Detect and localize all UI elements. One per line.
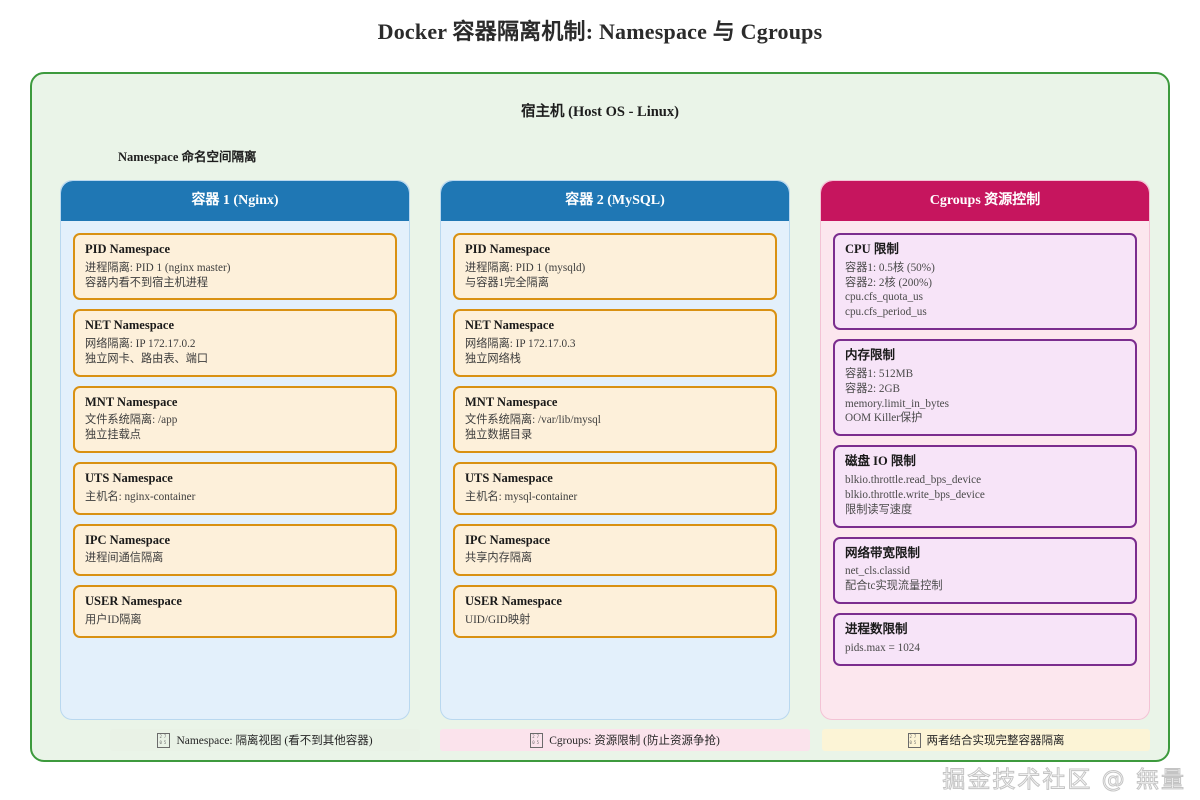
card-line: 网络隔离: IP 172.17.0.3 <box>465 338 576 351</box>
card-title: PID Namespace <box>465 242 551 256</box>
legend-item-namespace-label: Namespace: 隔离视图 (看不到其他容器) <box>176 735 373 747</box>
missing-glyph-box-icon <box>530 732 544 748</box>
card-container-2-4: IPC Namespace 共享内存隔离 <box>453 523 777 577</box>
card-line: cpu.cfs_quota_us <box>845 291 923 304</box>
card-line: 用户ID隔离 <box>85 613 142 626</box>
card-title: MNT Namespace <box>465 394 558 409</box>
missing-glyph-box-icon <box>157 732 171 748</box>
card-title: UTS Namespace <box>465 471 553 486</box>
panel-container-1-body: PID Namespace 进程隔离: PID 1 (nginx master) 容… <box>61 221 409 719</box>
card-line: 配合tc实现流量控制 <box>845 580 943 593</box>
card-title: IPC Namespace <box>85 532 171 547</box>
card-cgroups-1: 内存限制容器1: 512MB 容器2: 2GB memory.limit_in_by… <box>833 339 1137 437</box>
panel-container-2: 容器 2 (MySQL) PID Namespace 进程隔离: PID 1 (m… <box>440 180 790 720</box>
card-title: 网络带宽限制 <box>845 545 921 560</box>
card-title: 磁盘 IO 限制 <box>845 454 916 469</box>
legend-item-cgroups-label: Cgroups: 资源限制 (防止资源争抢) <box>549 735 720 747</box>
card-title: CPU 限制 <box>845 242 899 256</box>
card-line: 主机名: nginx-container <box>85 490 196 503</box>
card-line: blkio.throttle.write_bps_device <box>845 488 985 501</box>
watermark: 掘金技术社区 @ 無量 <box>942 767 1186 794</box>
card-line: 容器2: 2核 (200%) <box>845 276 933 289</box>
card-title: NET Namespace <box>85 318 175 333</box>
card-line: 容器1: 0.5核 (50%) <box>845 261 935 274</box>
card-container-2-0: PID Namespace 进程隔离: PID 1 (mysqld) 与容器1完全隔… <box>453 233 777 301</box>
card-line: memory.limit_in_bytes <box>845 397 949 410</box>
card-line: 共享内存隔离 <box>465 552 533 565</box>
card-line: UID/GID映射 <box>465 613 531 626</box>
legend-item-both: 两者结合实现完整容器隔离 <box>822 729 1150 751</box>
panel-container-1: 容器 1 (Nginx) PID Namespace 进程隔离: PID 1 (n… <box>60 180 410 720</box>
card-container-1-5: USER Namespace 用户ID隔离 <box>73 585 397 638</box>
card-title: 进程数限制 <box>845 622 908 637</box>
card-line: 容器1: 512MB <box>845 367 914 380</box>
card-line: 独立网卡、路由表、端口 <box>85 352 209 365</box>
host-os-label: 宿主机 (Host OS - Linux) <box>521 104 679 120</box>
card-container-1-3: UTS Namespace 主机名: nginx-container <box>73 462 397 515</box>
card-line: 容器内看不到宿主机进程 <box>85 276 209 289</box>
card-container-1-0: PID Namespace 进程隔离: PID 1 (nginx master) 容… <box>73 233 397 301</box>
legend-item-cgroups: Cgroups: 资源限制 (防止资源争抢) <box>440 729 810 751</box>
card-line: 独立网络栈 <box>465 352 521 365</box>
card-line: 文件系统隔离: /app <box>85 414 178 427</box>
legend-item-namespace: Namespace: 隔离视图 (看不到其他容器) <box>110 729 420 751</box>
card-line: 网络隔离: IP 172.17.0.2 <box>85 338 196 351</box>
card-container-2-3: UTS Namespace 主机名: mysql-container <box>453 462 777 515</box>
panel-container-2-body: PID Namespace 进程隔离: PID 1 (mysqld) 与容器1完全隔… <box>441 221 789 719</box>
card-line: pids.max = 1024 <box>845 641 920 654</box>
panel-cgroups-header: Cgroups 资源控制 <box>821 181 1149 221</box>
card-line: 容器2: 2GB <box>845 382 901 395</box>
card-cgroups-0: CPU 限制容器1: 0.5核 (50%) 容器2: 2核 (200%) cpu.c… <box>833 233 1137 331</box>
card-title: 内存限制 <box>845 348 896 363</box>
legend-item-both-label: 两者结合实现完整容器隔离 <box>926 735 1065 747</box>
page-title: Docker 容器隔离机制: Namespace 与 Cgroups <box>377 19 823 44</box>
card-line: OOM Killer保护 <box>845 412 923 425</box>
card-title: IPC Namespace <box>465 532 551 547</box>
card-line: cpu.cfs_period_us <box>845 306 927 319</box>
card-line: 独立数据目录 <box>465 429 533 442</box>
card-title: MNT Namespace <box>85 394 178 409</box>
panel-cgroups-body: CPU 限制容器1: 0.5核 (50%) 容器2: 2核 (200%) cpu.c… <box>821 221 1149 719</box>
missing-glyph-box-icon <box>907 732 921 748</box>
card-line: 限制读写速度 <box>845 503 913 516</box>
panel-cgroups: Cgroups 资源控制 CPU 限制容器1: 0.5核 (50%) 容器2: 2… <box>820 180 1150 720</box>
panel-container-2-header: 容器 2 (MySQL) <box>441 181 789 221</box>
card-line: 进程隔离: PID 1 (mysqld) <box>465 261 586 274</box>
card-line: net_cls.classid <box>845 565 910 578</box>
card-line: 进程间通信隔离 <box>85 552 164 565</box>
card-title: UTS Namespace <box>85 471 173 486</box>
card-container-2-2: MNT Namespace 文件系统隔离: /var/lib/mysql 独立数据目… <box>453 385 777 454</box>
card-cgroups-3: 网络带宽限制 net_cls.classid 配合tc实现流量控制 <box>833 536 1137 605</box>
card-container-1-2: MNT Namespace 文件系统隔离: /app 独立挂载点 <box>73 385 397 454</box>
panel-container-1-header: 容器 1 (Nginx) <box>61 181 409 221</box>
card-line: 进程隔离: PID 1 (nginx master) <box>85 261 231 274</box>
card-title: USER Namespace <box>465 594 562 609</box>
card-title: NET Namespace <box>465 318 555 333</box>
card-container-1-4: IPC Namespace 进程间通信隔离 <box>73 523 397 577</box>
card-title: USER Namespace <box>85 594 182 609</box>
card-line: 与容器1完全隔离 <box>465 276 549 289</box>
card-line: 文件系统隔离: /var/lib/mysql <box>465 414 601 427</box>
namespace-group-label: Namespace 命名空间隔离 <box>118 150 257 164</box>
card-line: blkio.throttle.read_bps_device <box>845 474 982 486</box>
card-title: PID Namespace <box>85 242 171 256</box>
card-line: 独立挂载点 <box>85 429 141 442</box>
card-line: 主机名: mysql-container <box>465 490 578 503</box>
card-cgroups-4: 进程数限制 pids.max = 1024 <box>833 613 1137 666</box>
